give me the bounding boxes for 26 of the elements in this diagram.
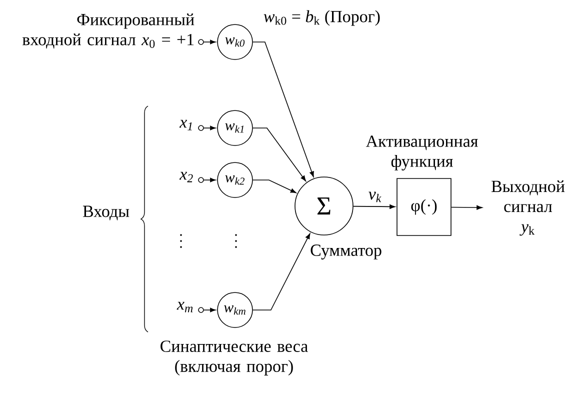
output-label: Выходной сигнал y$_{k}$: [492, 180, 565, 236]
input-label: x$_{2}$: [179, 172, 193, 182]
input-terminal: [198, 177, 204, 183]
input-label: x$_{1}$: [179, 120, 192, 130]
inputs-label: Входы: [82, 206, 130, 220]
edge-label: v$_{k}$: [367, 190, 383, 204]
threshold-label: w$_{k0}$ = b$_{k}$ (Порог): [264, 10, 380, 26]
arrow: [252, 128, 306, 182]
arrow: [451, 205, 482, 210]
summing-label: Сумматор: [310, 244, 382, 260]
activation-box: φ(·): [396, 178, 452, 236]
arrow: [204, 126, 216, 130]
arrow: [252, 233, 310, 310]
weights-caption: Синаптические веса (включая порог): [160, 340, 308, 376]
box-heading: Активационная функция: [366, 136, 478, 170]
arrow: [252, 180, 296, 194]
input-terminal: [198, 39, 204, 45]
arrow: [204, 308, 216, 312]
input-terminal: [198, 125, 204, 131]
arrow: [204, 40, 216, 44]
input-label: x$_{m}$: [176, 302, 193, 312]
arrow: [353, 204, 396, 209]
input-terminal: [198, 307, 204, 313]
input-label: Фиксированный входной сигнал x$_{0}$ = +1: [22, 14, 194, 48]
arrow: [252, 42, 314, 178]
arrow: [204, 178, 216, 182]
